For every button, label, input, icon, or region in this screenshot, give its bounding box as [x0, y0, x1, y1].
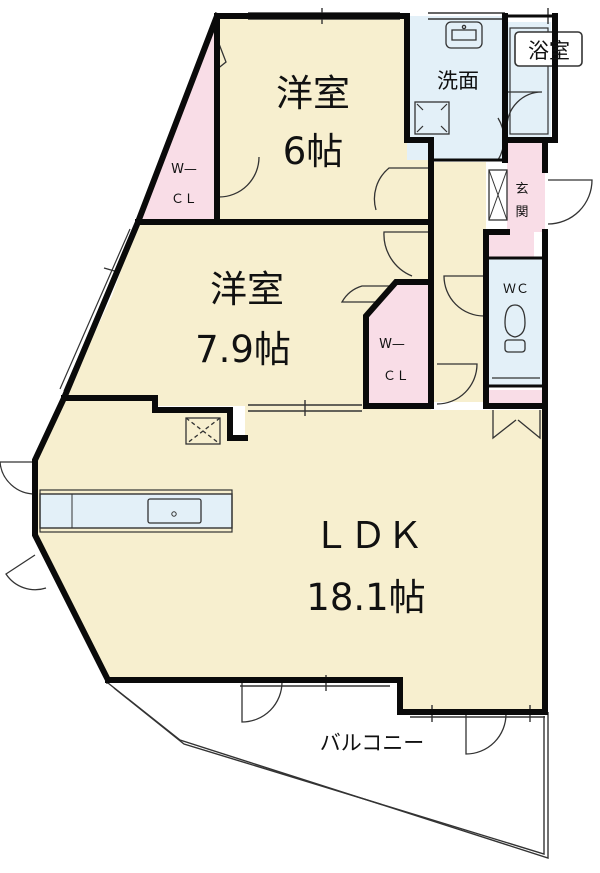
walk-in-closet-1-floor — [138, 110, 217, 222]
vent-icon — [185, 417, 221, 445]
door-wcl1 — [218, 156, 260, 198]
sink-icon — [147, 498, 202, 524]
door-ldk-balcony-1 — [241, 681, 283, 723]
entrance-floor — [507, 140, 545, 232]
walls — [32, 12, 558, 715]
balcony-rail — [113, 687, 545, 855]
labels: 洋室 6帖 洋室 7.9帖 ＬＤＫ 18.1帖 W— ＣＬ W— ＣＬ 洗面 浴… — [171, 39, 570, 755]
closet-strip-floor — [182, 20, 217, 110]
toilet-name: ＷＣ — [503, 282, 529, 297]
wcl1-line1: W— — [171, 162, 197, 177]
western2-name: 洋室 — [210, 268, 284, 311]
wcl2-line2: ＣＬ — [383, 369, 409, 384]
toilet-floor — [486, 258, 545, 386]
fixtures — [185, 21, 583, 445]
ldk-floor — [35, 398, 545, 712]
outer-wall-left — [32, 12, 221, 685]
balcony-name: バルコニー — [320, 731, 425, 755]
western2-size: 7.9帖 — [195, 328, 291, 371]
ldk-name: ＬＤＫ — [313, 514, 424, 557]
toilet-bowl-icon — [504, 304, 526, 338]
washroom-name: 洗面 — [437, 69, 479, 93]
door-toilet — [443, 275, 485, 317]
door-closet3 — [492, 410, 541, 440]
toilet-tank-icon — [504, 339, 526, 353]
western-room-1-floor — [217, 16, 431, 222]
western1-size: 6帖 — [283, 130, 344, 173]
hall-floor — [431, 162, 486, 402]
door-wcl2 — [340, 285, 396, 303]
kitchen-counter — [39, 489, 233, 533]
bathroom-name: 浴室 — [528, 39, 570, 63]
door-entrance — [547, 179, 593, 225]
walk-in-closet-2-floor — [366, 282, 431, 406]
door-ldk-balcony-2 — [465, 713, 507, 755]
western-room-2-floor — [64, 222, 431, 406]
washing-machine-pan-icon — [414, 101, 450, 135]
door-ldk-left-2 — [5, 554, 47, 591]
door-hall-ldk — [436, 363, 478, 405]
entrance-step-floor — [488, 232, 534, 258]
door-western1 — [373, 167, 429, 211]
sink-drain-icon — [171, 511, 177, 517]
bathroom-inner — [509, 27, 549, 135]
entrance-char1: 玄 — [515, 182, 528, 197]
door-western2 — [383, 231, 429, 277]
washbasin-tap — [461, 24, 467, 30]
western1-name: 洋室 — [276, 72, 350, 115]
shoe-box-icon — [488, 169, 508, 221]
ldk-size: 18.1帖 — [306, 576, 425, 619]
wcl1-line2: ＣＬ — [171, 192, 197, 207]
counter-top — [39, 493, 233, 529]
bath-label-box — [514, 31, 583, 67]
entrance-char2: 関 — [515, 205, 528, 220]
counter-edge — [39, 489, 233, 533]
balcony — [107, 682, 549, 859]
door-ldk-left-1 — [0, 461, 36, 495]
washbasin-icon — [445, 21, 483, 49]
washbasin-bowl — [451, 29, 477, 41]
wcl2-line1: W— — [379, 337, 405, 352]
